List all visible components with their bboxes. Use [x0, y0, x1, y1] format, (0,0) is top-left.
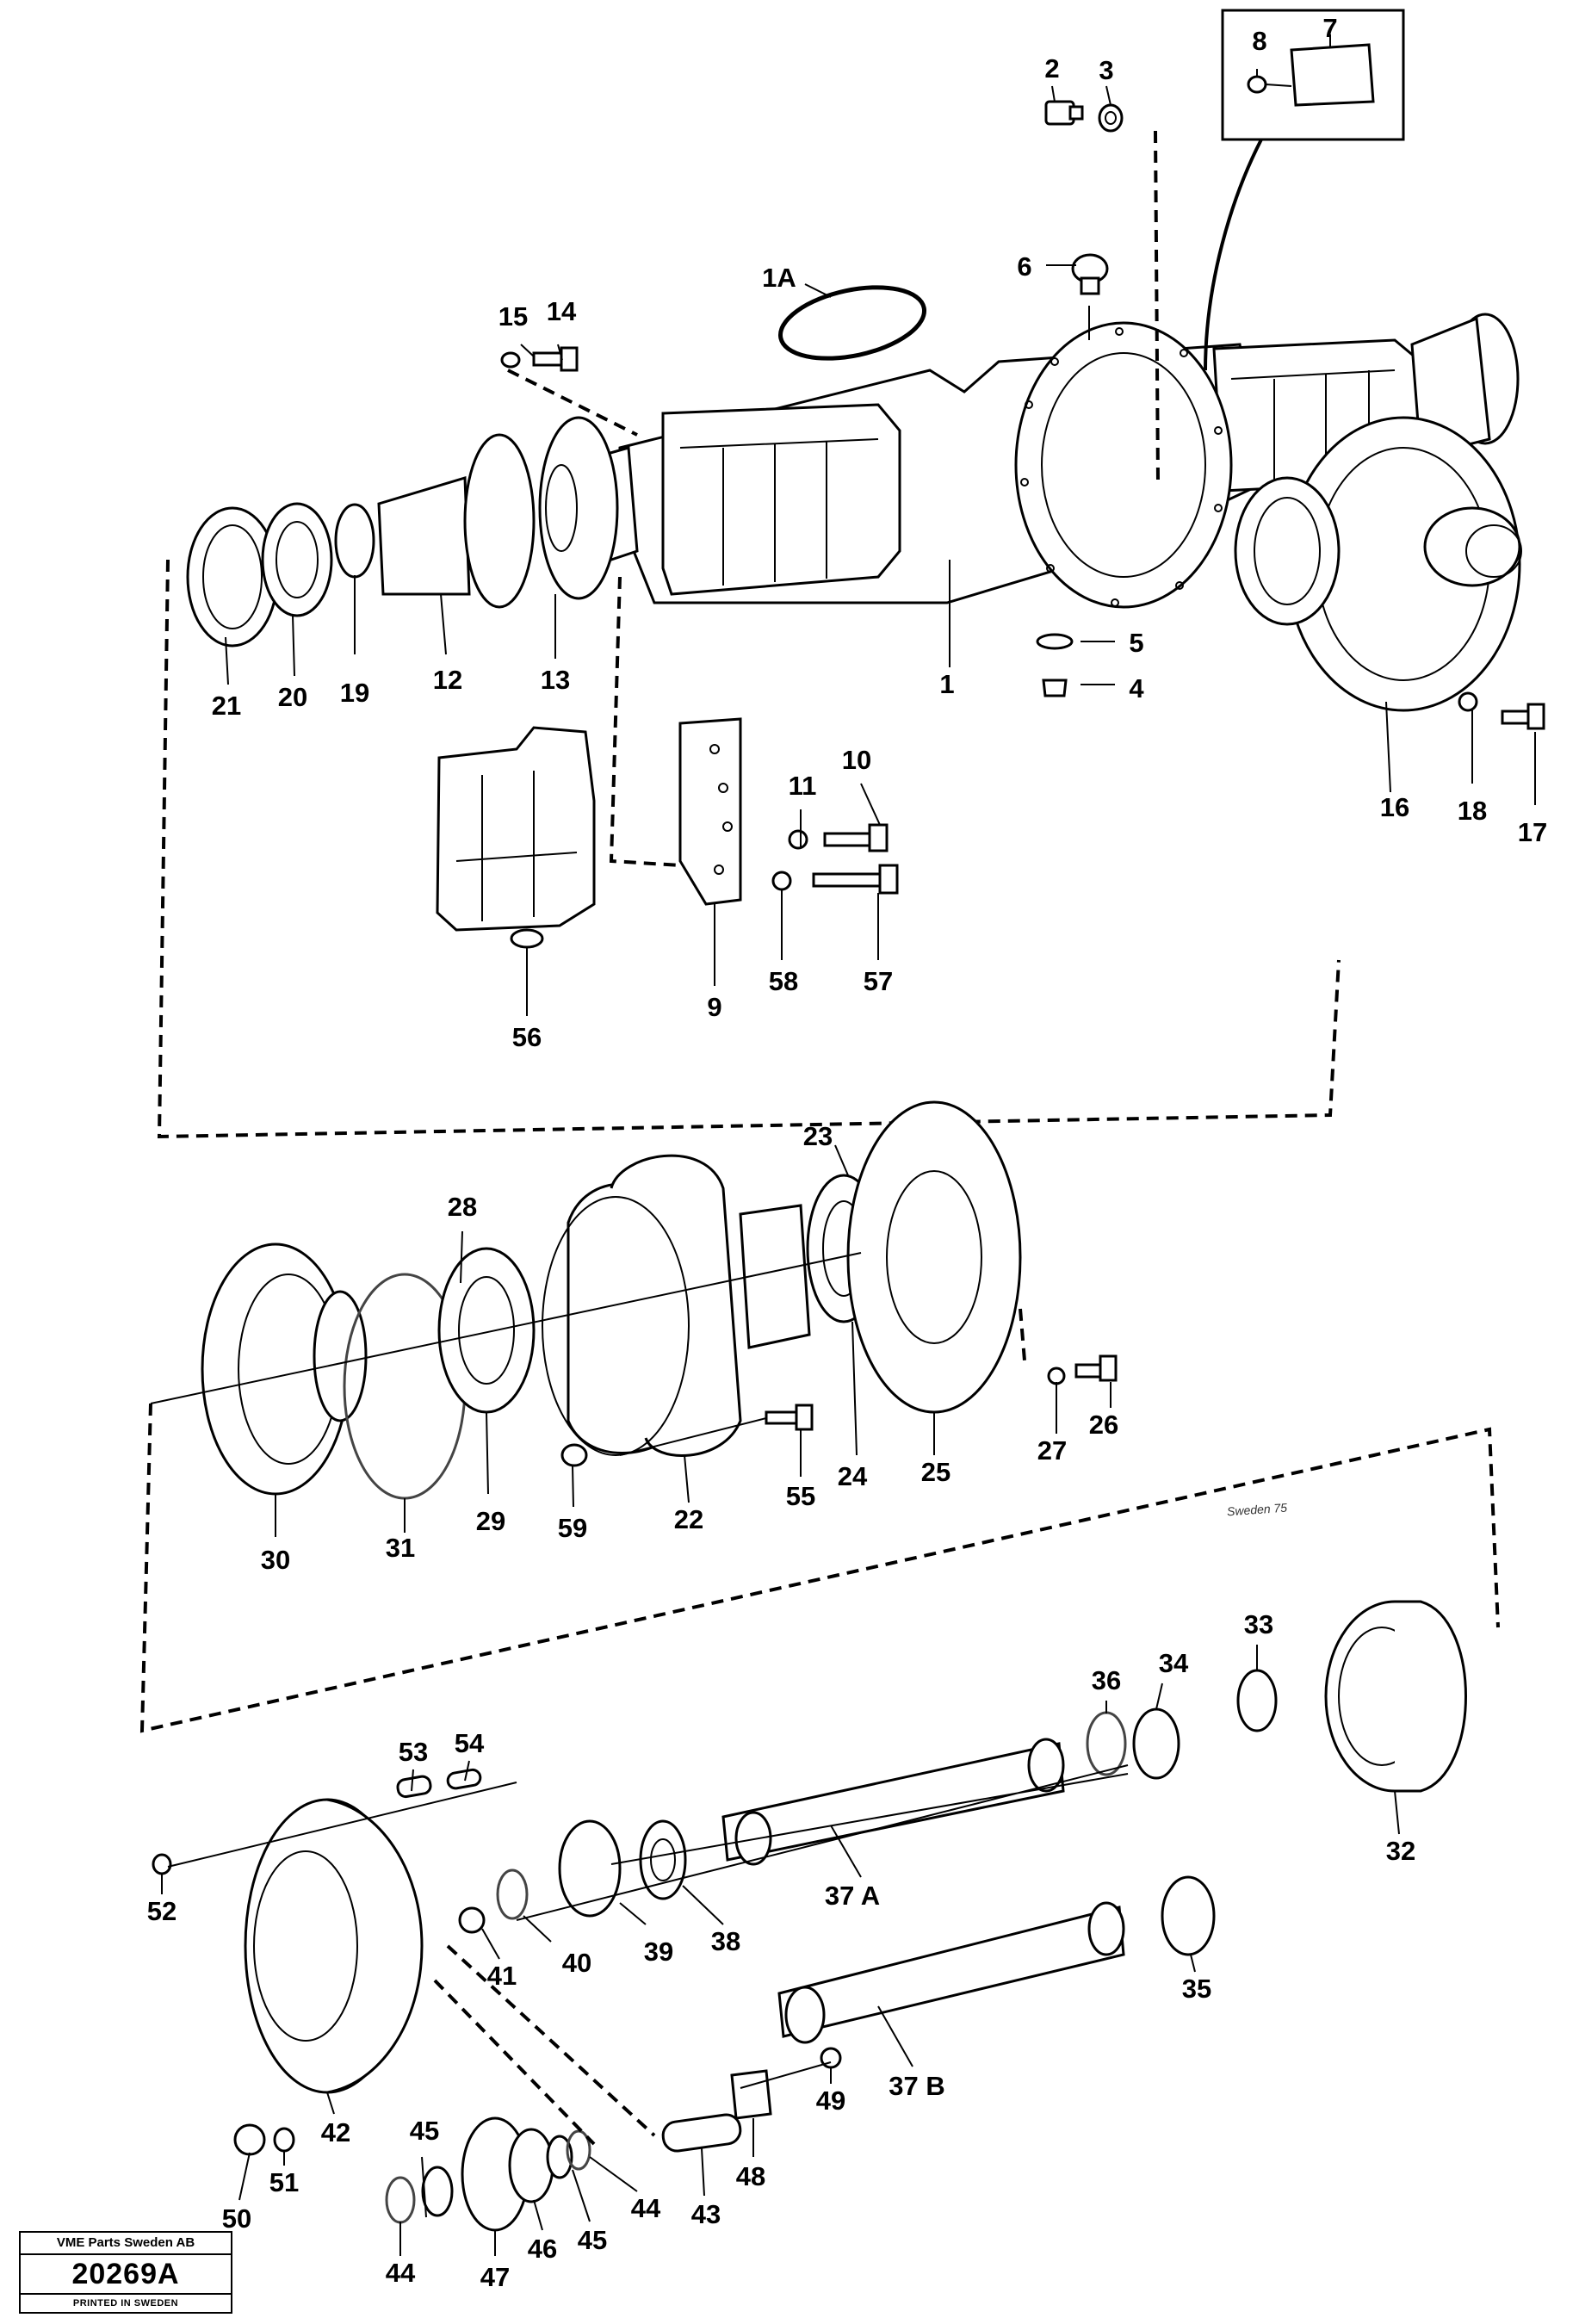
- callout-22: 22: [674, 1504, 703, 1534]
- callout-20: 20: [278, 682, 307, 712]
- callout-1: 1: [939, 669, 954, 699]
- callout-39: 39: [644, 1937, 673, 1967]
- callout-12: 12: [433, 665, 462, 695]
- callout-38: 38: [711, 1926, 740, 1956]
- callout-56: 56: [512, 1022, 542, 1052]
- callout-42: 42: [321, 2117, 350, 2147]
- callout-13: 13: [541, 665, 570, 695]
- callout-14: 14: [547, 296, 577, 326]
- callout-57: 57: [864, 966, 893, 996]
- left-mount-pad: [661, 403, 901, 596]
- callout-18: 18: [1458, 796, 1487, 826]
- callout-2: 2: [1044, 53, 1059, 84]
- callout-21: 21: [212, 691, 241, 721]
- callout-45a: 45: [410, 2116, 439, 2146]
- brake-disc: [846, 1100, 1022, 1414]
- drawing-number: 20269A: [21, 2255, 231, 2295]
- printed-note: PRINTED IN SWEDEN: [72, 2298, 179, 2309]
- callout-47: 47: [480, 2262, 510, 2292]
- band-1A: [777, 285, 927, 361]
- callout-23: 23: [803, 1121, 833, 1151]
- callout-52: 52: [147, 1896, 176, 1926]
- callout-34: 34: [1159, 1648, 1189, 1678]
- upper-dashed-link: [157, 559, 1341, 1139]
- callout-51: 51: [269, 2167, 299, 2197]
- axle-housing-group: [567, 306, 1522, 712]
- callout-32: 32: [1386, 1836, 1415, 1866]
- callout-48: 48: [736, 2161, 765, 2191]
- spindle-group: [186, 416, 619, 648]
- callout-50: 50: [222, 2203, 251, 2234]
- callout-9: 9: [707, 992, 721, 1022]
- callout-17: 17: [1518, 817, 1547, 847]
- callout-49: 49: [816, 2085, 845, 2116]
- callout-25: 25: [921, 1457, 950, 1487]
- middle-dashed-link: [139, 1403, 1500, 1733]
- callout-1A: 1A: [762, 263, 796, 293]
- callout-54: 54: [455, 1728, 485, 1758]
- callout-33: 33: [1244, 1609, 1273, 1639]
- callout-6: 6: [1017, 251, 1031, 282]
- callout-15: 15: [498, 301, 528, 332]
- callout-10: 10: [842, 745, 871, 775]
- callout-35: 35: [1182, 1974, 1211, 2004]
- bracket-group: [436, 717, 899, 949]
- callout-27: 27: [1037, 1435, 1067, 1466]
- callout-41: 41: [487, 1961, 517, 1991]
- callout-40: 40: [562, 1948, 591, 1978]
- callout-4: 4: [1129, 673, 1144, 703]
- callout-3: 3: [1099, 55, 1113, 85]
- callout-16: 16: [1380, 792, 1409, 822]
- callout-11: 11: [789, 771, 817, 801]
- callout-44a: 44: [386, 2258, 416, 2288]
- title-block: VME Parts Sweden AB 20269A PRINTED IN SW…: [19, 2231, 232, 2314]
- callout-labels: 1 1A 2 3 4 5 6 7 8 9 10 11 12 13 14 15 1…: [147, 13, 1547, 2292]
- hub-group: [201, 1100, 1118, 1500]
- callout-43: 43: [691, 2199, 721, 2229]
- company-name: VME Parts Sweden AB: [21, 2233, 231, 2255]
- callout-26: 26: [1089, 1410, 1118, 1440]
- plug-parts: [1036, 100, 1124, 697]
- callout-36: 36: [1092, 1665, 1121, 1695]
- leader-lines: [161, 34, 1536, 2256]
- callout-28: 28: [448, 1192, 477, 1222]
- callout-53: 53: [399, 1737, 428, 1767]
- callout-8: 8: [1252, 26, 1266, 56]
- differential-flange: [1014, 321, 1233, 609]
- callout-31: 31: [386, 1533, 415, 1563]
- callout-45b: 45: [578, 2225, 607, 2255]
- callout-58: 58: [769, 966, 798, 996]
- callout-37B: 37 B: [889, 2071, 944, 2101]
- callout-59: 59: [558, 1513, 587, 1543]
- callout-7: 7: [1322, 13, 1337, 43]
- callout-46: 46: [528, 2234, 557, 2264]
- callout-29: 29: [476, 1506, 505, 1536]
- callout-5: 5: [1129, 628, 1143, 658]
- callout-44b: 44: [631, 2193, 661, 2223]
- callout-55: 55: [786, 1481, 815, 1511]
- callout-30: 30: [261, 1545, 290, 1575]
- bolt-14-15: [500, 346, 579, 372]
- callout-24: 24: [838, 1461, 868, 1491]
- callout-37A: 37 A: [825, 1881, 880, 1911]
- callout-19: 19: [340, 678, 369, 708]
- planetary-group: [152, 1600, 1467, 2232]
